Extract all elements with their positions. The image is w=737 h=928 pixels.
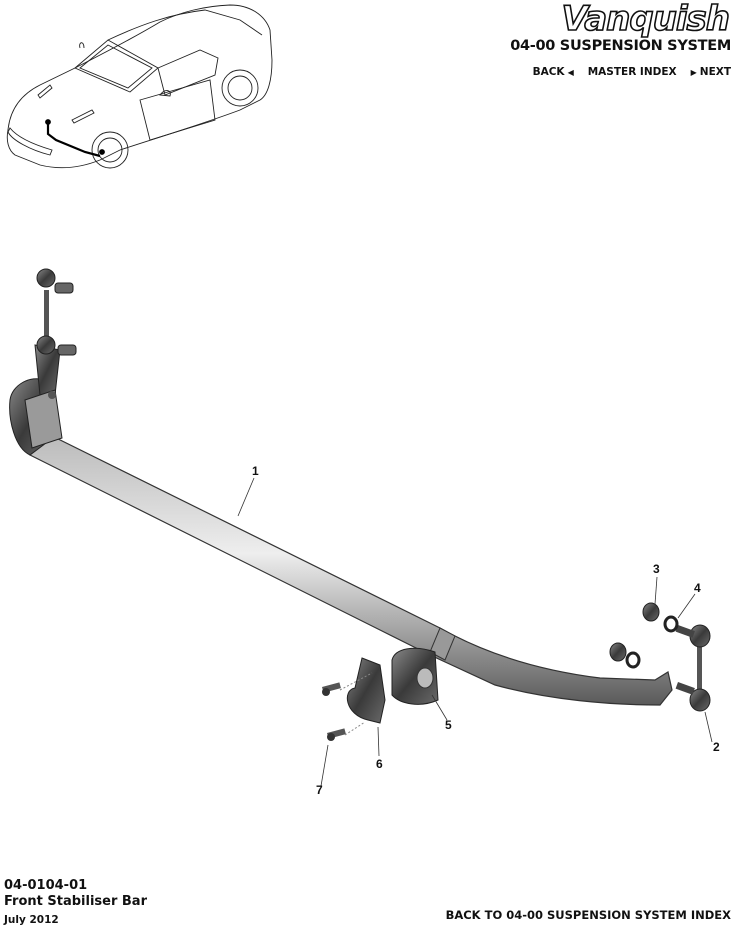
front-stabiliser-bar-diagram — [9, 268, 713, 787]
bush — [391, 647, 439, 705]
master-index-link[interactable]: MASTER INDEX — [588, 66, 677, 78]
navigation-bar: BACK ◀ MASTER INDEX ▶ NEXT — [533, 66, 731, 78]
callout-3: 3 — [653, 562, 660, 576]
stabiliser-bar — [9, 268, 673, 706]
vanquish-logo: Vanquish — [561, 0, 731, 40]
callout-4: 4 — [694, 581, 701, 595]
triangle-left-icon: ◀ — [567, 67, 574, 77]
svg-text:Vanquish: Vanquish — [562, 0, 729, 39]
callout-5: 5 — [445, 718, 452, 732]
section-title: 04-00 SUSPENSION SYSTEM — [510, 38, 731, 54]
back-link[interactable]: BACK ◀ — [533, 66, 574, 78]
part-number: 04-0104-01 — [4, 878, 88, 893]
next-label: NEXT — [699, 66, 731, 78]
bolts — [322, 672, 373, 741]
callout-2: 2 — [713, 740, 720, 754]
back-label: BACK — [532, 66, 565, 78]
vehicle-locator-image — [6, 4, 273, 169]
drop-link-right — [675, 624, 711, 712]
back-to-section-index-link[interactable]: BACK TO 04-00 SUSPENSION SYSTEM INDEX — [445, 908, 731, 922]
publication-date: July 2012 — [4, 914, 59, 926]
triangle-right-icon: ▶ — [690, 67, 697, 77]
callout-1: 1 — [252, 464, 259, 478]
callout-6: 6 — [376, 757, 383, 771]
nuts-and-washers — [609, 602, 679, 669]
master-index-label: MASTER INDEX — [587, 66, 677, 78]
next-link[interactable]: ▶ NEXT — [691, 66, 731, 78]
part-info: 04-0104-01 Front Stabiliser Bar July 201… — [4, 878, 147, 928]
clamp-bracket — [346, 657, 386, 724]
part-name: Front Stabiliser Bar — [4, 894, 147, 909]
callout-7: 7 — [316, 783, 323, 797]
